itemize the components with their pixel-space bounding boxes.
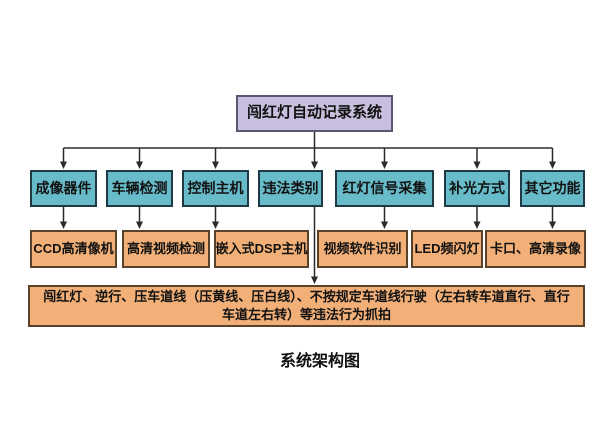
- node-other-functions: 其它功能: [520, 170, 585, 207]
- leaf-video-software-recognition: 视频软件识别: [317, 230, 408, 268]
- node-control-host: 控制主机: [182, 170, 249, 207]
- violation-line-1: 闯红灯、逆行、压车道线（压黄线、压白线）、不按规定车道线行驶（左右转车道直行、直…: [43, 289, 570, 304]
- violation-line-2: 车道左右转）等违法行为抓拍: [221, 307, 391, 322]
- leaf-embedded-dsp-host: 嵌入式DSP主机: [214, 230, 309, 268]
- leaf-hd-video-detection: 高清视频检测: [122, 230, 210, 268]
- leaf-led-strobe-light: LED频闪灯: [411, 230, 483, 268]
- root-node: 闯红灯自动记录系统: [236, 95, 393, 132]
- diagram-caption: 系统架构图: [279, 353, 360, 370]
- violation-behaviors-box: 闯红灯、逆行、压车道线（压黄线、压白线）、不按规定车道线行驶（左右转车道直行、直…: [28, 285, 585, 327]
- leaf-ccd-hd-camera: CCD高清像机: [30, 230, 117, 268]
- node-imaging-device: 成像器件: [30, 170, 97, 207]
- node-vehicle-detection: 车辆检测: [106, 170, 173, 207]
- leaf-checkpoint-hd-recording: 卡口、高清录像: [485, 230, 586, 268]
- node-fill-light-mode: 补光方式: [444, 170, 510, 207]
- node-red-light-signal-capture: 红灯信号采集: [335, 170, 434, 207]
- node-violation-type: 违法类别: [258, 170, 323, 207]
